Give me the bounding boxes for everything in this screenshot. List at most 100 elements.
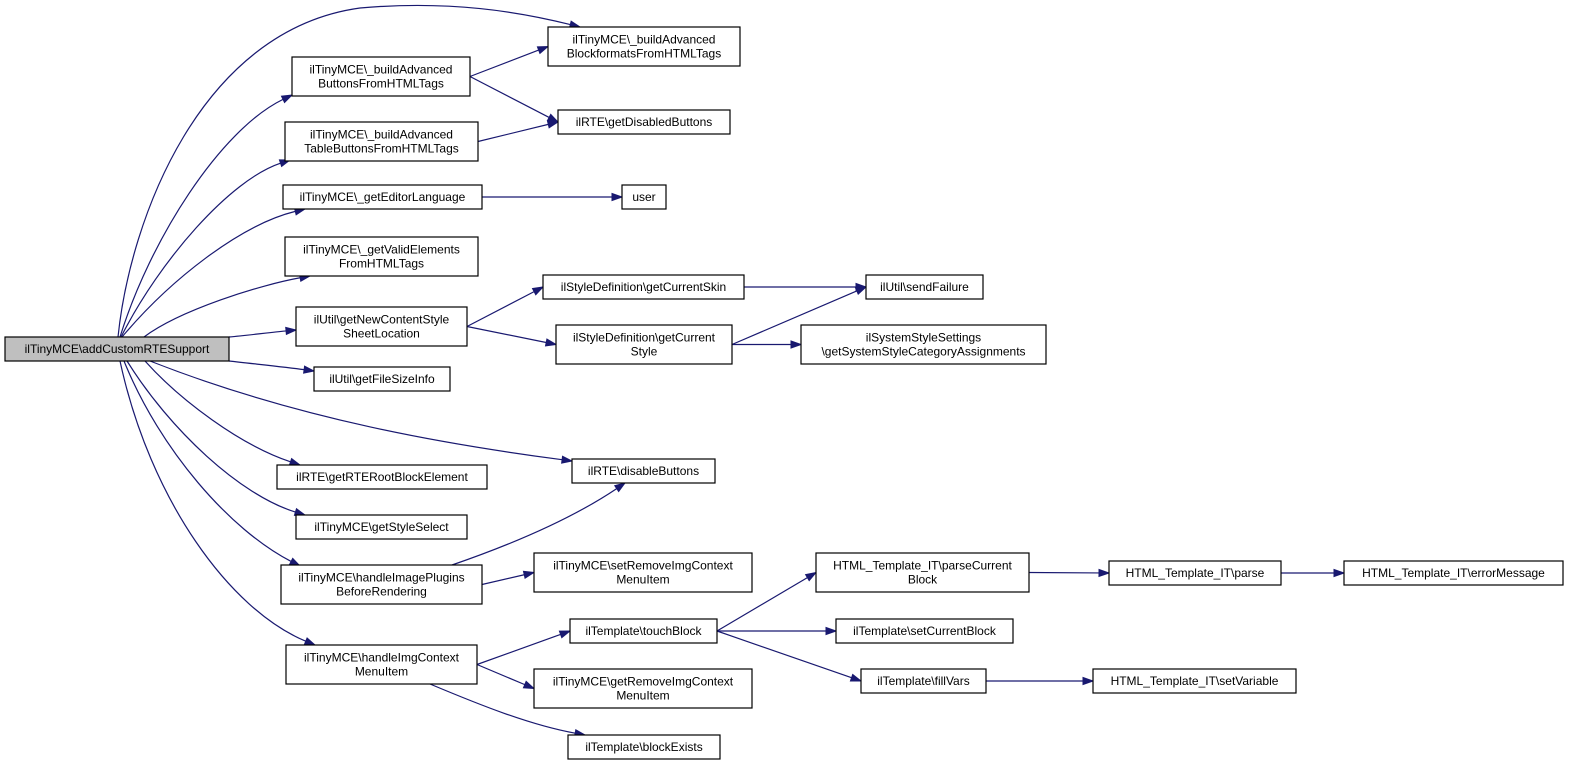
node-label: ilStyleDefinition\getCurrentSkin — [561, 280, 726, 294]
node-label: ButtonsFromHTMLTags — [318, 77, 444, 91]
node-box[interactable] — [571, 458, 716, 484]
node-box[interactable] — [282, 184, 483, 210]
node-sysstyle[interactable]: ilSystemStyleSettings\getSystemStyleCate… — [800, 324, 1047, 365]
node-box[interactable] — [567, 734, 721, 760]
node-disable[interactable]: ilRTE\disableButtons — [571, 458, 716, 484]
edge-imgplug-to-disable — [451, 482, 627, 566]
node-touch[interactable]: ilTemplate\touchBlock — [569, 618, 718, 644]
edge-bbtn-to-bbfmt — [469, 45, 550, 78]
edge-root-to-imgplug — [123, 360, 302, 567]
node-errmsg[interactable]: HTML_Template_IT\errorMessage — [1343, 560, 1564, 586]
node-box[interactable] — [295, 514, 468, 540]
edge-line — [716, 577, 808, 632]
edge-line — [121, 210, 296, 338]
node-box[interactable] — [1108, 560, 1282, 586]
node-root[interactable]: ilTinyMCE\addCustomRTESupport — [4, 336, 230, 362]
edge-line — [466, 325, 547, 344]
node-box[interactable] — [280, 564, 483, 605]
edge-line — [481, 574, 525, 586]
node-user[interactable]: user — [621, 184, 667, 210]
node-box[interactable] — [865, 274, 984, 300]
node-box[interactable] — [547, 26, 741, 67]
node-box[interactable] — [4, 336, 230, 362]
node-box[interactable] — [291, 56, 471, 97]
node-box[interactable] — [555, 324, 733, 365]
node-stylesel[interactable]: ilTinyMCE\getStyleSelect — [295, 514, 468, 540]
node-label: HTML_Template_IT\setVariable — [1111, 674, 1279, 688]
edge-parse-to-errmsg — [1281, 568, 1346, 578]
edge-line — [143, 277, 301, 338]
node-exists[interactable]: ilTemplate\blockExists — [567, 734, 721, 760]
edge-root-to-lang — [121, 207, 307, 338]
edge-line — [228, 330, 287, 338]
edge-arrowhead — [522, 680, 536, 690]
node-box[interactable] — [800, 324, 1047, 365]
edge-root-to-newcss — [228, 326, 298, 338]
node-box[interactable] — [1092, 668, 1297, 694]
node-label: Block — [908, 573, 938, 587]
node-box[interactable] — [313, 366, 451, 392]
node-lang[interactable]: ilTinyMCE\_getEditorLanguage — [282, 184, 483, 210]
edge-root-to-valid — [143, 273, 312, 338]
edge-line — [716, 630, 852, 679]
node-label: FromHTMLTags — [339, 257, 424, 271]
node-skin[interactable]: ilStyleDefinition\getCurrentSkin — [542, 274, 745, 300]
node-failure[interactable]: ilUtil\sendFailure — [865, 274, 984, 300]
node-label: \getSystemStyleCategoryAssignments — [821, 345, 1025, 359]
node-box[interactable] — [533, 668, 753, 709]
node-disbtns[interactable]: ilRTE\getDisabledButtons — [557, 109, 731, 135]
node-box[interactable] — [621, 184, 667, 210]
edge-touch-to-fillvars — [716, 630, 863, 682]
node-bbtn[interactable]: ilTinyMCE\_buildAdvancedButtonsFromHTMLT… — [291, 56, 471, 97]
node-label: ilTemplate\fillVars — [877, 674, 969, 688]
node-setcur[interactable]: ilTemplate\setCurrentBlock — [835, 618, 1014, 644]
node-label: ilRTE\disableButtons — [588, 464, 699, 478]
edge-newcss-to-skin — [466, 286, 545, 328]
node-box[interactable] — [835, 618, 1014, 644]
node-label: ilTinyMCE\handleImagePlugins — [298, 571, 464, 585]
node-box[interactable] — [284, 121, 479, 162]
node-box[interactable] — [557, 109, 731, 135]
node-parse[interactable]: HTML_Template_IT\parse — [1108, 560, 1282, 586]
edge-line — [466, 291, 535, 328]
node-imgplug[interactable]: ilTinyMCE\handleImagePluginsBeforeRender… — [280, 564, 483, 605]
node-label: ilTemplate\blockExists — [585, 740, 702, 754]
node-box[interactable] — [542, 274, 745, 300]
node-box[interactable] — [533, 552, 753, 593]
node-bbfmt[interactable]: ilTinyMCE\_buildAdvancedBlockformatsFrom… — [547, 26, 741, 67]
node-box[interactable] — [276, 464, 488, 490]
node-setvar[interactable]: HTML_Template_IT\setVariable — [1092, 668, 1297, 694]
node-label: ilRTE\getRTERootBlockElement — [296, 470, 468, 484]
node-box[interactable] — [569, 618, 718, 644]
node-rootblock[interactable]: ilRTE\getRTERootBlockElement — [276, 464, 488, 490]
node-box[interactable] — [815, 552, 1030, 593]
node-label: ilTinyMCE\_buildAdvanced — [310, 63, 453, 77]
node-box[interactable] — [284, 236, 479, 277]
node-btbl[interactable]: ilTinyMCE\_buildAdvancedTableButtonsFrom… — [284, 121, 479, 162]
node-box[interactable] — [860, 668, 987, 694]
node-label: ilRTE\getDisabledButtons — [576, 115, 713, 129]
edge-root-to-bbfmt — [117, 4, 582, 338]
node-label: ilTinyMCE\_buildAdvanced — [573, 33, 716, 47]
edges-layer — [117, 4, 1346, 738]
node-label: ilTinyMCE\_buildAdvanced — [310, 128, 453, 142]
edge-touch-to-parsecur — [716, 571, 818, 632]
node-label: MenuItem — [616, 573, 669, 587]
node-fillvars[interactable]: ilTemplate\fillVars — [860, 668, 987, 694]
edge-line — [117, 4, 571, 338]
node-filesize[interactable]: ilUtil\getFileSizeInfo — [313, 366, 451, 392]
node-box[interactable] — [285, 644, 478, 685]
edge-line — [469, 49, 539, 78]
node-box[interactable] — [1343, 560, 1564, 586]
edge-curstyle-to-sysstyle — [732, 340, 803, 349]
node-label: ilTinyMCE\getStyleSelect — [314, 520, 449, 534]
node-label: MenuItem — [616, 689, 669, 703]
node-box[interactable] — [295, 306, 468, 347]
